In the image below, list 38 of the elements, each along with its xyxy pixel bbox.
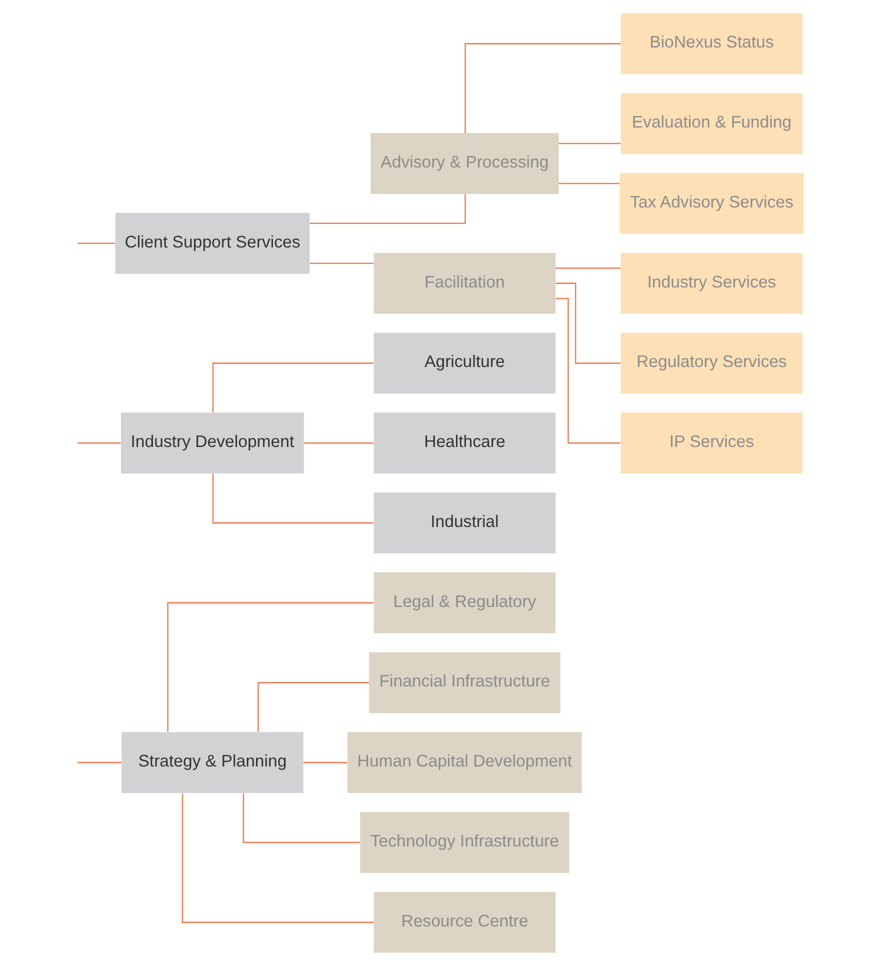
connector bbox=[242, 792, 360, 843]
connector bbox=[310, 194, 466, 224]
node-box: Agriculture bbox=[374, 332, 556, 394]
node-box: Healthcare bbox=[374, 412, 556, 474]
node-box: Industry Development bbox=[121, 412, 304, 474]
node-box: Evaluation & Funding bbox=[620, 92, 803, 154]
connector bbox=[304, 761, 348, 763]
connector bbox=[182, 792, 374, 922]
connector bbox=[304, 442, 374, 444]
node-box: Industrial bbox=[374, 492, 556, 553]
connector bbox=[558, 142, 621, 144]
node-box: Tax Advisory Services bbox=[620, 172, 804, 234]
connector bbox=[558, 182, 620, 184]
node-box: Advisory & Processing bbox=[370, 132, 559, 194]
connector bbox=[464, 42, 621, 132]
connector bbox=[212, 473, 374, 524]
connector bbox=[78, 242, 116, 244]
node-box: Industry Services bbox=[620, 252, 803, 314]
node-box: Client Support Services bbox=[115, 212, 310, 274]
node-box: Financial Infrastructure bbox=[369, 652, 560, 713]
connector bbox=[78, 761, 122, 763]
connector bbox=[258, 682, 369, 732]
node-box: Resource Centre bbox=[374, 891, 556, 952]
node-box: Legal & Regulatory bbox=[374, 572, 556, 633]
connector bbox=[212, 362, 374, 412]
connector bbox=[556, 266, 621, 268]
node-box: IP Services bbox=[620, 412, 803, 474]
node-box: Strategy & Planning bbox=[122, 732, 304, 793]
connector bbox=[78, 442, 121, 444]
node-box: BioNexus Status bbox=[620, 12, 803, 74]
node-box: Human Capital Development bbox=[348, 732, 582, 793]
connector bbox=[310, 262, 374, 264]
connector bbox=[556, 297, 620, 444]
connector bbox=[167, 602, 374, 732]
node-box: Regulatory Services bbox=[620, 332, 803, 394]
connector bbox=[556, 282, 621, 364]
node-box: Technology Infrastructure bbox=[360, 811, 570, 872]
node-box: Facilitation bbox=[374, 252, 556, 314]
